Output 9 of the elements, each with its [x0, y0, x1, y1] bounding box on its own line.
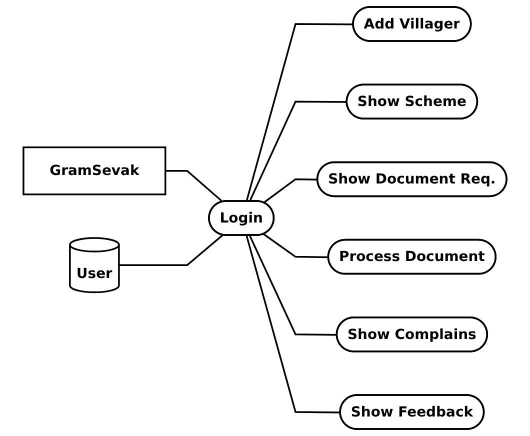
connector — [118, 234, 224, 266]
connector — [246, 23, 354, 202]
connector — [165, 170, 224, 202]
connector — [246, 235, 341, 414]
connector — [248, 235, 338, 336]
connector — [263, 178, 318, 204]
node-box: GramSevak — [22, 146, 166, 196]
connector — [248, 100, 348, 202]
connector — [263, 233, 329, 258]
